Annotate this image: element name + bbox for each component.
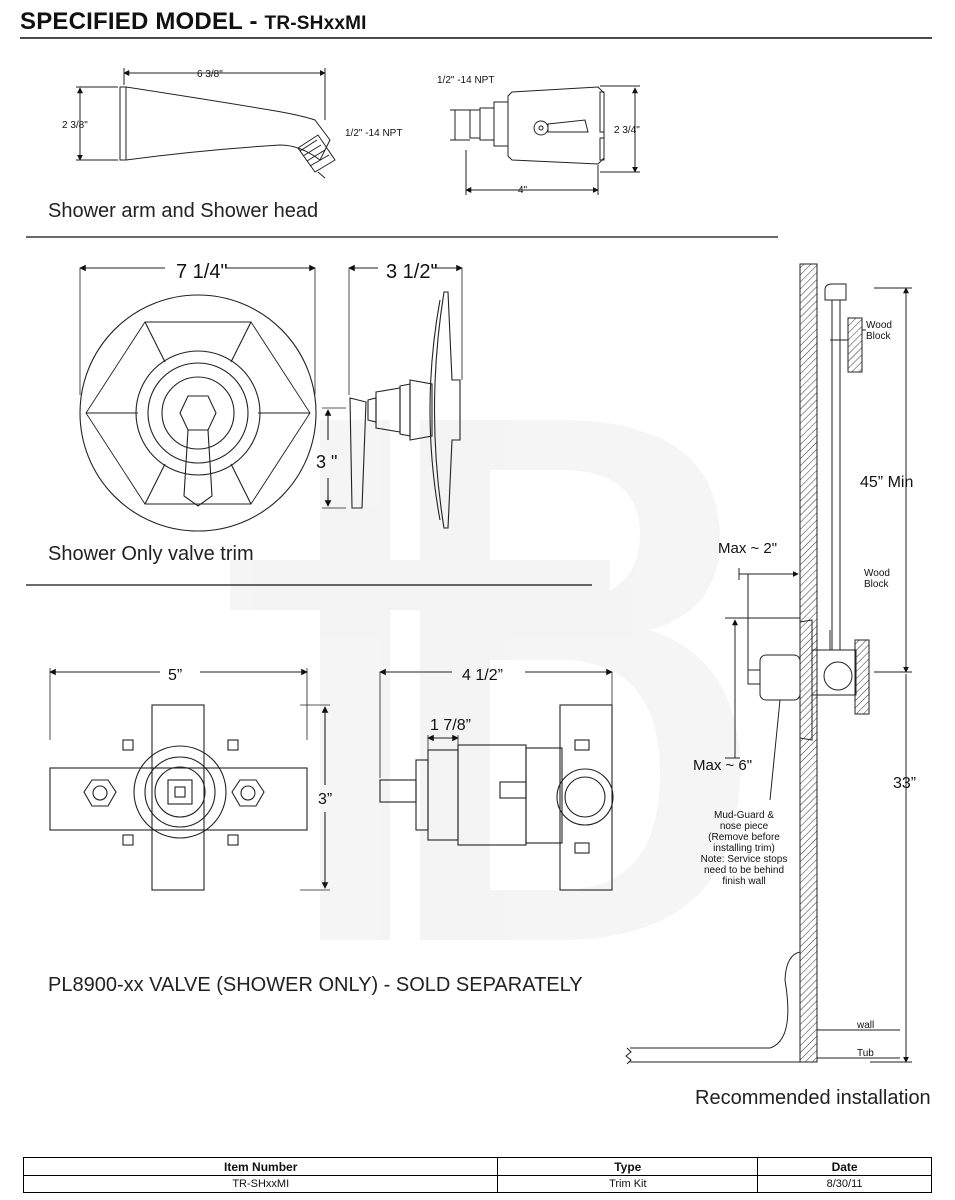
item-info-table: Item Number Type Date TR-SHxxMI Trim Kit… [22, 1157, 932, 1193]
arm-length-label: 6 3/8" [197, 69, 223, 80]
cell-date: 8/30/11 [757, 1175, 932, 1193]
head-depth-label: 4" [518, 185, 528, 196]
mud-guard-note: Mud-Guard & nose piece (Remove before in… [701, 810, 788, 887]
valve-width-label: 5” [168, 667, 182, 684]
valve-height-label: 3” [318, 791, 332, 808]
title-text: SPECIFIED MODEL - [20, 8, 258, 35]
installation-drawing [625, 263, 912, 1065]
page-title: SPECIFIED MODEL - TR-SHxxMI [20, 8, 367, 36]
installation-caption: Recommended installation [695, 1087, 931, 1109]
note-line: need to be behind [704, 865, 784, 876]
table-row: TR-SHxxMI Trim Kit 8/30/11 [22, 1175, 932, 1193]
cell-type: Trim Kit [497, 1175, 759, 1193]
note-line: finish wall [722, 876, 765, 887]
arm-height-label: 2 3/8" [62, 120, 88, 131]
note-line: installing trim) [713, 843, 775, 854]
valve-side-drawing [379, 668, 614, 891]
header-type: Type [497, 1157, 759, 1176]
note-line: nose piece [720, 821, 769, 832]
note-line: Mud-Guard & [714, 810, 774, 821]
table-header-row: Item Number Type Date [22, 1157, 932, 1176]
tub-label: Tub [857, 1048, 874, 1059]
shower-head-drawing [450, 85, 640, 195]
valve-front-drawing [49, 668, 330, 891]
shower-arm-caption: Shower arm and Shower head [48, 200, 319, 222]
cell-item-number: TR-SHxxMI [22, 1175, 499, 1193]
title-model: TR-SHxxMI [264, 13, 367, 34]
max-back-label: Max ~ 6" [693, 757, 752, 774]
head-height-label: 2 3/4" [614, 125, 640, 136]
wood-block-mid-line2: Block [864, 579, 889, 590]
header-item-number: Item Number [22, 1157, 499, 1176]
min-height-label: 45” Min [860, 474, 913, 491]
trim-caption: Shower Only valve trim [48, 543, 254, 565]
trim-side-drawing [322, 264, 463, 529]
valve-caption: PL8900-xx VALVE (SHOWER ONLY) - SOLD SEP… [48, 974, 583, 996]
trim-depth-label: 3 1/2" [386, 261, 438, 283]
trim-width-label: 7 1/4" [176, 261, 228, 283]
wood-block-top-line2: Block [866, 331, 891, 342]
max-front-label: Max ~ 2" [718, 540, 777, 557]
trim-front-drawing [79, 264, 317, 532]
valve-depth-label: 4 1/2” [462, 667, 503, 684]
arm-thread-label: 1/2" -14 NPT [345, 128, 402, 139]
note-line: Note: Service stops [701, 854, 788, 865]
head-thread-label: 1/2" -14 NPT [437, 75, 494, 86]
wall-label: wall [856, 1020, 874, 1031]
valve-body-depth-label: 1 7/8” [430, 717, 471, 734]
shower-arm-drawing [76, 68, 336, 179]
wood-block-top-line1: Wood [866, 320, 892, 331]
note-line: (Remove before [708, 832, 780, 843]
trim-handle-height-label: 3 " [316, 452, 337, 472]
header-date: Date [757, 1157, 932, 1176]
wood-block-mid-line1: Wood [864, 568, 890, 579]
valve-height-33-label: 33” [893, 775, 916, 792]
